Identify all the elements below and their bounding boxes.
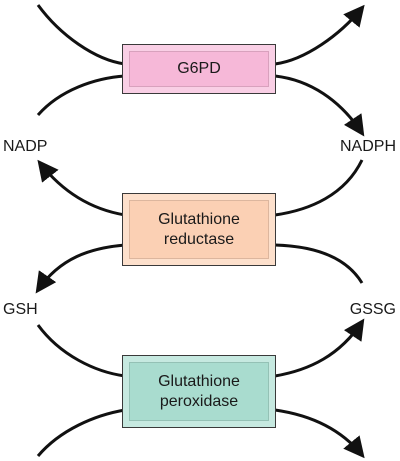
gssg-label: GSSG	[349, 301, 396, 318]
glutathione-peroxidase-label: Glutathione peroxidase	[158, 372, 240, 410]
arrow-bottom-out	[274, 408, 365, 459]
arrow-nadph-in	[274, 159, 364, 217]
arrow-nadp-in	[36, 74, 126, 116]
arrow-bottom-in	[36, 408, 126, 457]
g6pd-enzyme-box: G6PD	[122, 44, 276, 94]
glutathione-reductase-box: Glutathione reductase	[122, 193, 276, 266]
nadph-label: NADPH	[339, 138, 396, 155]
glutathione-reductase-label: Glutathione reductase	[158, 210, 240, 248]
gsh-label: GSH	[3, 301, 38, 318]
arrow-gsh-in	[36, 324, 126, 378]
arrow-gssg-out	[274, 318, 365, 378]
arrow-top-out	[274, 4, 365, 66]
arrow-top-in	[36, 4, 126, 66]
arrow-nadp-out	[37, 159, 126, 217]
g6pd-label: G6PD	[177, 60, 221, 77]
arrow-gsh-out	[35, 243, 126, 294]
glutathione-peroxidase-box: Glutathione peroxidase	[122, 355, 276, 428]
arrow-nadph-out	[274, 74, 365, 137]
arrow-gssg-in	[274, 243, 364, 284]
nadp-label: NADP	[3, 138, 48, 155]
